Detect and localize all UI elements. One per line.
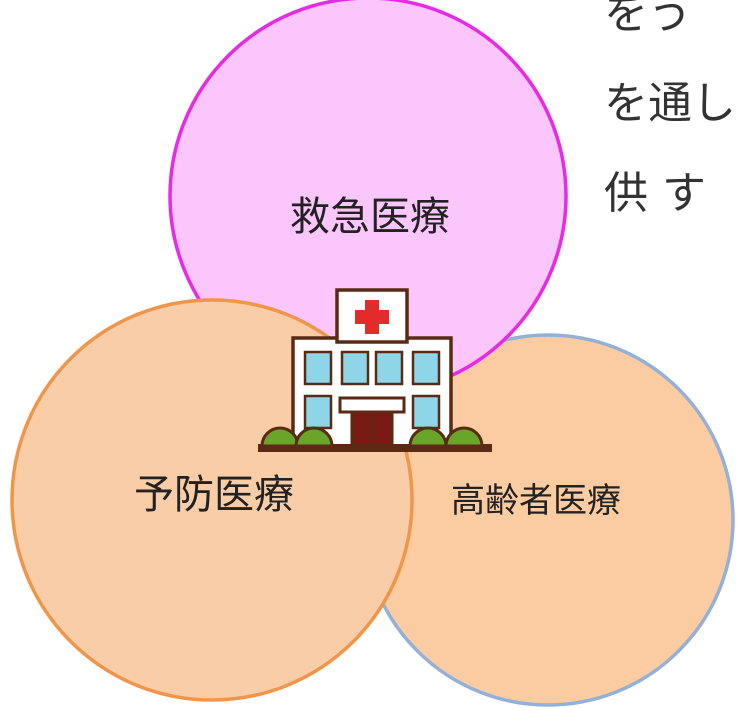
label-elderly-care: 高齢者医療: [451, 481, 621, 521]
label-emergency-care: 救急医療: [290, 194, 450, 240]
hospital-icon: [258, 288, 492, 452]
side-text-line-3: 供す: [604, 168, 720, 219]
label-preventive-care: 予防医療: [134, 472, 294, 518]
side-text-line-2: を通し: [604, 78, 736, 129]
side-text-line-1: をう: [604, 0, 692, 39]
